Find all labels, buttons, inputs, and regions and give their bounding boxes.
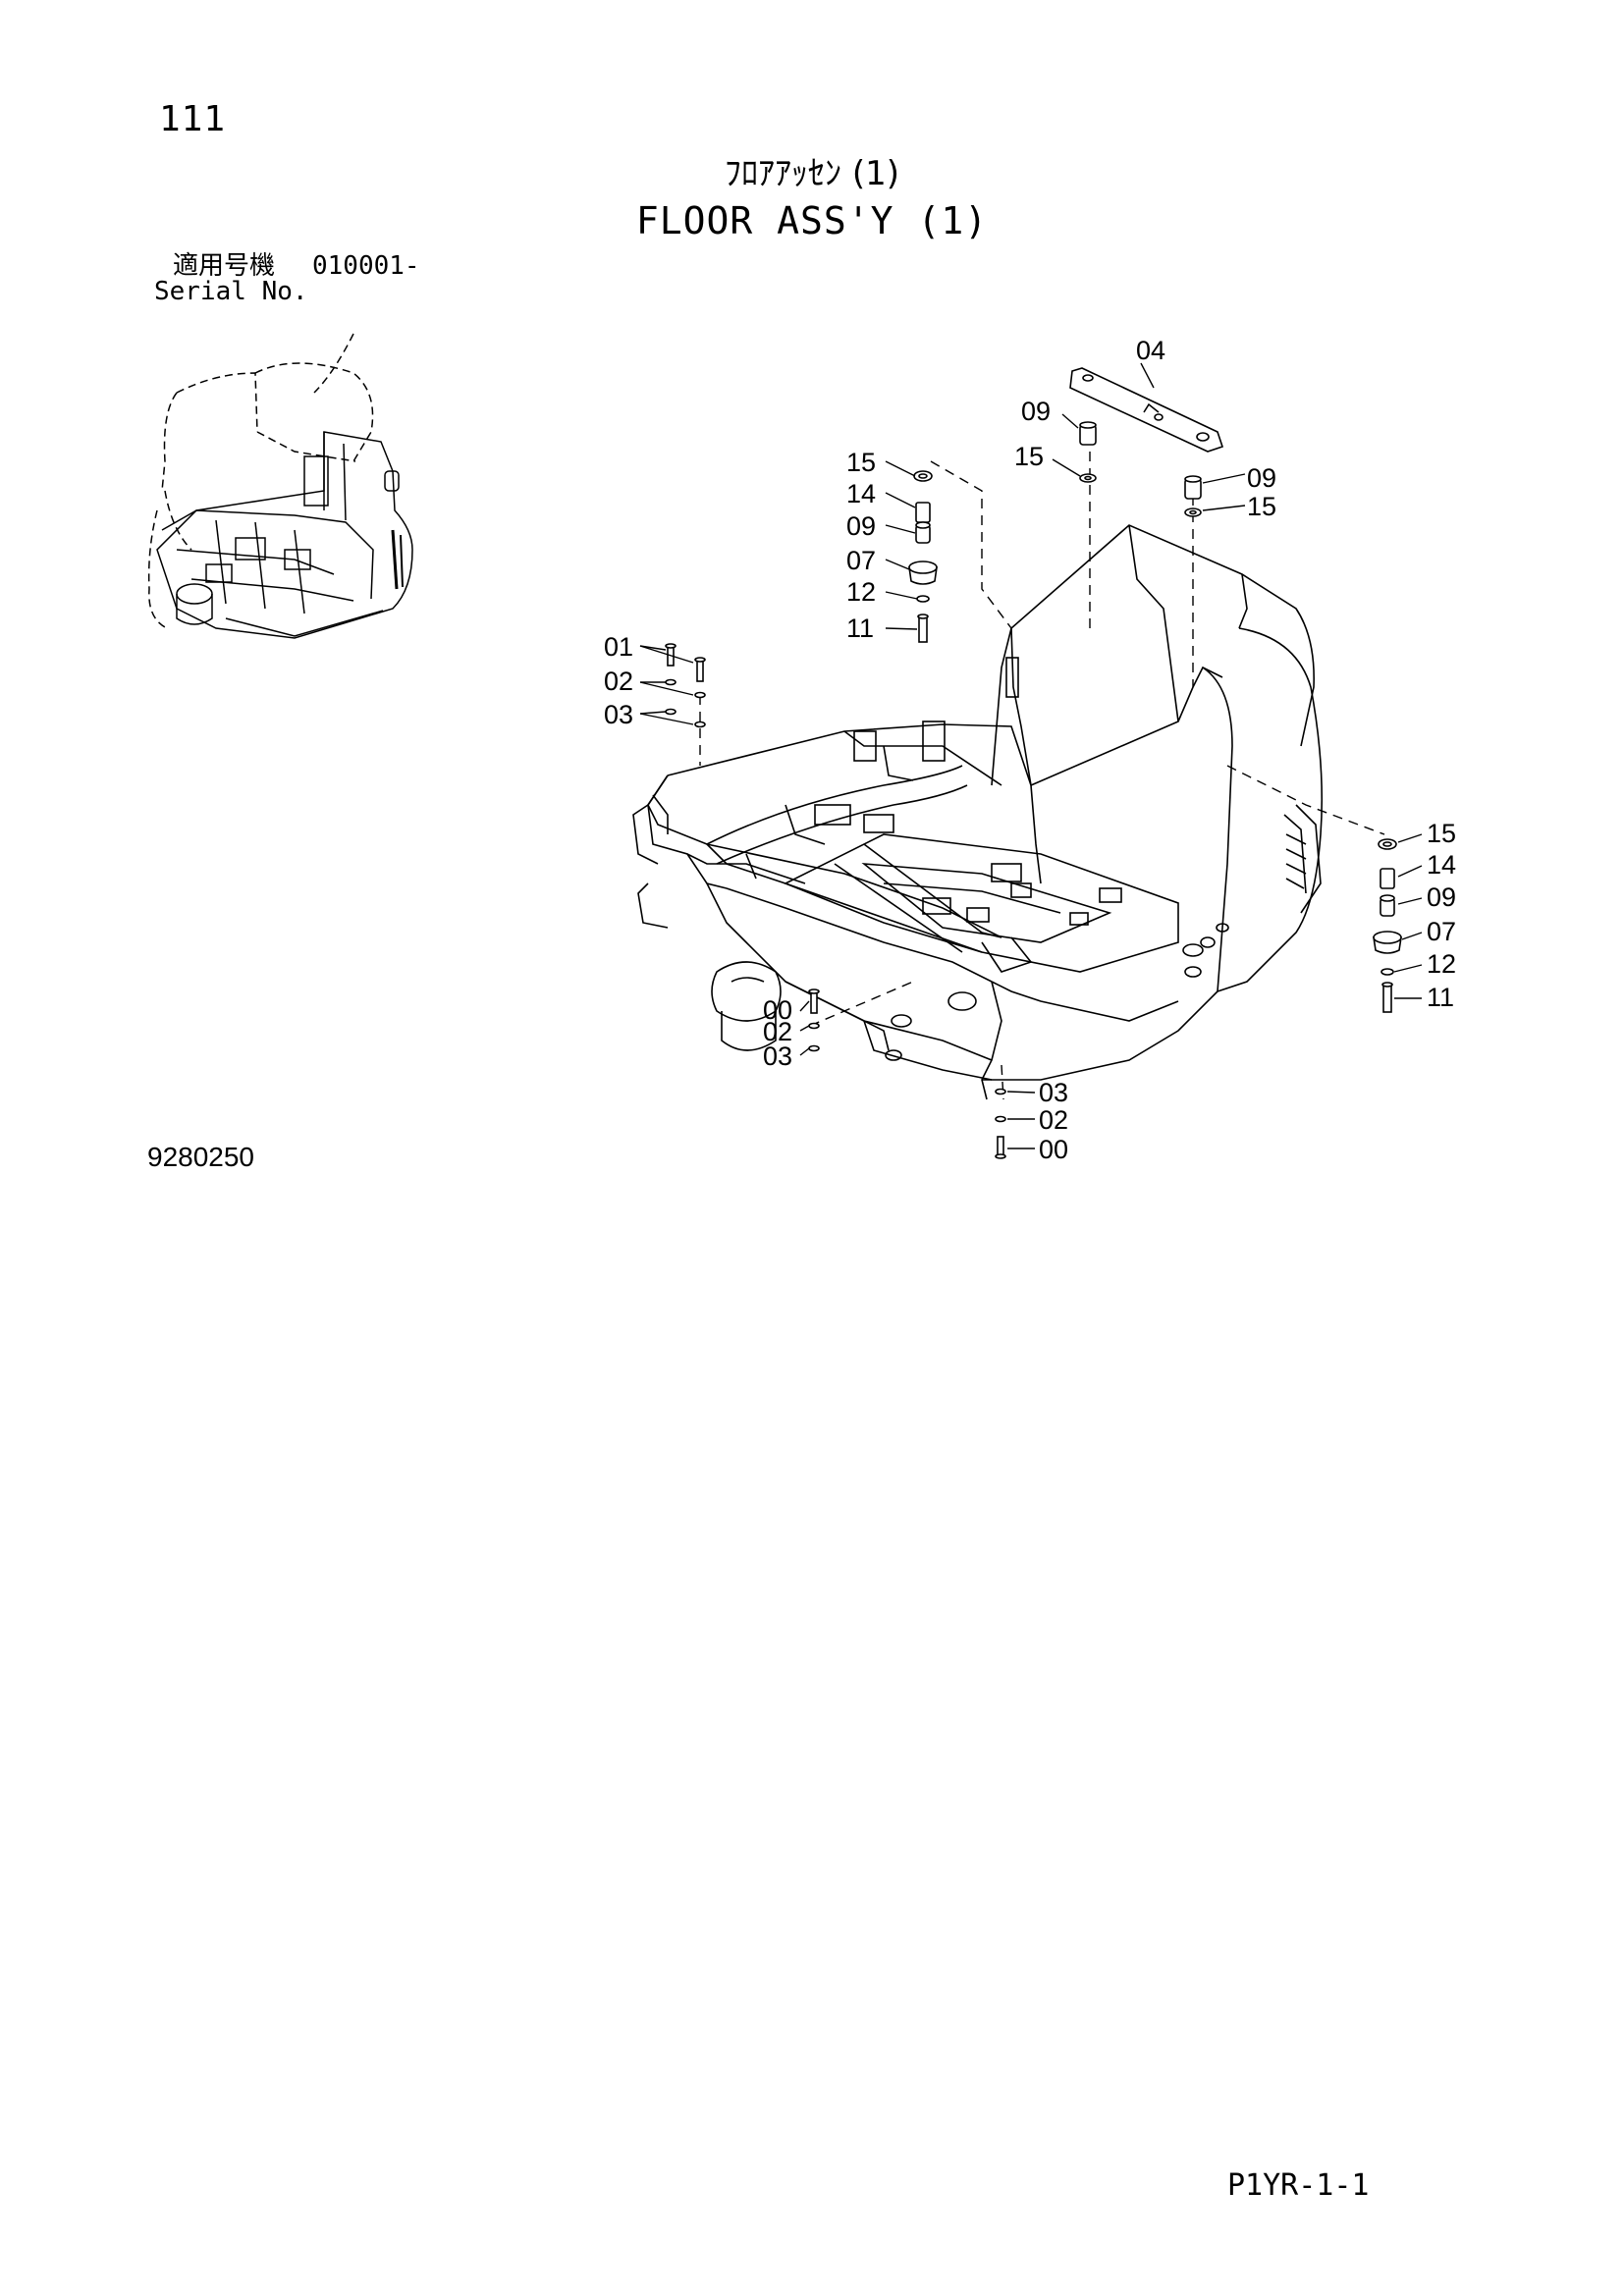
callout-09: 09 bbox=[1247, 463, 1276, 493]
leader-lines bbox=[699, 452, 1385, 1100]
callout-09: 09 bbox=[1021, 397, 1051, 426]
serial-label-english: Serial No. bbox=[154, 277, 308, 306]
top-bracket-hardware bbox=[1069, 367, 1224, 517]
callout-02: 02 bbox=[604, 667, 633, 696]
callout-labels: 04 09 15 09 15 15 14 09 07 12 11 01 02 0… bbox=[604, 336, 1456, 1164]
callout-03: 03 bbox=[1039, 1078, 1068, 1107]
right-mount-stack bbox=[1373, 838, 1402, 1013]
callout-02: 02 bbox=[1039, 1105, 1068, 1135]
callout-15: 15 bbox=[1014, 442, 1044, 471]
callout-14: 14 bbox=[1427, 850, 1456, 880]
callout-11: 11 bbox=[1427, 983, 1454, 1012]
callout-02: 02 bbox=[763, 1017, 792, 1046]
front-left-bolt-set bbox=[808, 988, 820, 1052]
callout-15: 15 bbox=[846, 448, 876, 477]
callout-11: 11 bbox=[846, 614, 874, 643]
callout-01: 01 bbox=[604, 632, 633, 662]
callout-12: 12 bbox=[846, 577, 876, 607]
overview-thumbnail bbox=[147, 333, 413, 639]
callout-15: 15 bbox=[1247, 492, 1276, 521]
page-code: P1YR-1-1 bbox=[1227, 2168, 1370, 2203]
callout-04: 04 bbox=[1136, 336, 1165, 365]
illustration-number: 9280250 bbox=[147, 1142, 255, 1172]
title-japanese: ﾌﾛｱｱｯｾﾝ (1) bbox=[725, 154, 899, 193]
left-mount-stack bbox=[908, 470, 938, 643]
callout-00: 00 bbox=[1039, 1135, 1068, 1164]
callout-15: 15 bbox=[1427, 819, 1456, 848]
serial-label-japanese: 適用号機 bbox=[173, 251, 276, 281]
callout-14: 14 bbox=[846, 479, 876, 508]
callout-07: 07 bbox=[846, 546, 876, 575]
page-number: 111 bbox=[159, 99, 227, 139]
callout-09: 09 bbox=[1427, 882, 1456, 912]
callout-07: 07 bbox=[1427, 917, 1456, 946]
callout-03: 03 bbox=[763, 1041, 792, 1071]
callout-09: 09 bbox=[846, 511, 876, 541]
callout-leaders bbox=[639, 362, 1423, 1149]
callout-03: 03 bbox=[604, 700, 633, 729]
floor-assembly-drawing bbox=[632, 524, 1324, 1100]
callout-00: 00 bbox=[763, 995, 792, 1025]
front-center-bolt-set bbox=[995, 1088, 1006, 1159]
callout-12: 12 bbox=[1427, 949, 1456, 979]
title-english: FLOOR ASS'Y (1) bbox=[635, 199, 989, 242]
serial-value: 010001- bbox=[312, 251, 420, 281]
